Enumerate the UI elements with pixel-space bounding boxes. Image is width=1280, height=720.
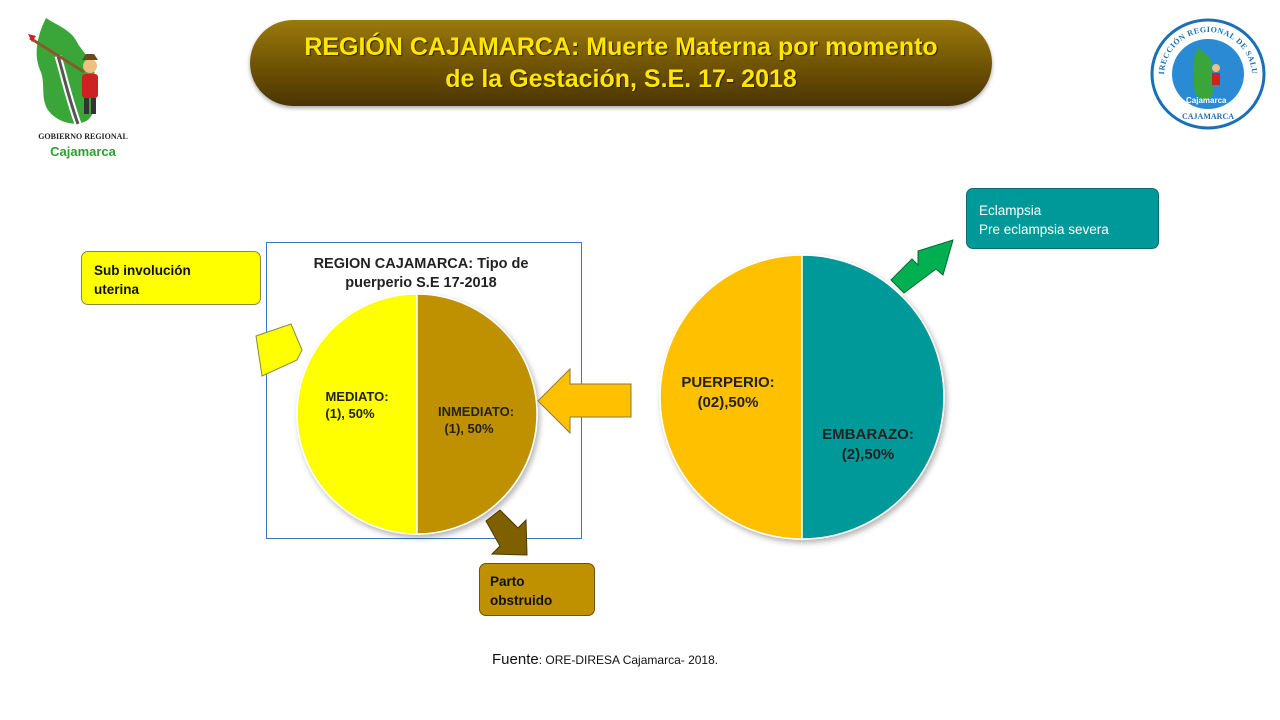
parto-line1: Parto bbox=[490, 574, 525, 589]
arrow-to-sub-involucion-icon bbox=[255, 323, 303, 377]
page-title-line1: REGIÓN CAJAMARCA: Muerte Materna por mom… bbox=[304, 33, 938, 61]
eclampsia-line2: Pre eclampsia severa bbox=[979, 222, 1109, 237]
arrow-to-puerperio-icon bbox=[537, 367, 632, 435]
diresa-seal-logo: DIRECCIÓN REGIONAL DE SALUD Cajamarca CA… bbox=[1147, 11, 1266, 130]
page-title-line2: de la Gestación, S.E. 17- 2018 bbox=[445, 65, 797, 93]
puerperio-label: PUERPERIO: (02),50% bbox=[670, 373, 786, 413]
parto-obstruido-callout: Parto obstruido bbox=[479, 563, 595, 616]
puerperio-chart-title: REGION CAJAMARCA: Tipo de puerperio S.E … bbox=[266, 255, 576, 293]
sub-involucion-line1: Sub involución bbox=[94, 263, 191, 278]
seal-inner-text: Cajamarca bbox=[1186, 96, 1227, 105]
puerperio-label-title: PUERPERIO: bbox=[681, 374, 775, 391]
title-banner: REGIÓN CAJAMARCA: Muerte Materna por mom… bbox=[250, 20, 992, 106]
seal-bottom-text: CAJAMARCA bbox=[1182, 112, 1234, 121]
inmediato-label: INMEDIATO: (1), 50% bbox=[428, 403, 524, 437]
source-label: Fuente bbox=[492, 651, 539, 668]
page-title: REGIÓN CAJAMARCA: Muerte Materna por mom… bbox=[271, 31, 971, 95]
embarazo-label-value: (2),50% bbox=[841, 446, 895, 463]
diresa-seal-icon: DIRECCIÓN REGIONAL DE SALUD bbox=[1147, 11, 1266, 130]
sub-involucion-line2: uterina bbox=[94, 282, 140, 297]
pie-slice-inmediato bbox=[416, 293, 538, 535]
gobierno-regional-emblem-icon bbox=[28, 18, 98, 126]
puerperio-label-value: (02),50% bbox=[697, 394, 759, 411]
source-note: Fuente: ORE-DIRESA Cajamarca- 2018. bbox=[492, 651, 718, 668]
gobierno-regional-logo: GOBIERNO REGIONAL Cajamarca bbox=[28, 16, 138, 161]
pie-slice-embarazo bbox=[801, 254, 945, 540]
arrow-to-eclampsia-icon bbox=[890, 239, 954, 294]
gestation-moment-pie bbox=[659, 254, 945, 540]
source-text: : ORE-DIRESA Cajamarca- 2018. bbox=[538, 653, 719, 667]
parto-line2: obstruido bbox=[490, 593, 553, 608]
pie-slice-puerperio bbox=[659, 254, 803, 540]
puerperio-type-pie bbox=[296, 293, 538, 535]
mediato-label-value: (1), 50% bbox=[325, 406, 375, 421]
pie-slice-mediato bbox=[296, 293, 418, 535]
arrow-to-parto-icon bbox=[485, 509, 528, 556]
embarazo-label: EMBARAZO: (2),50% bbox=[810, 425, 926, 465]
inmediato-label-title: INMEDIATO: bbox=[437, 404, 515, 419]
cajamarca-caption: Cajamarca bbox=[50, 144, 116, 159]
mediato-label-title: MEDIATO: bbox=[325, 389, 389, 404]
eclampsia-line1: Eclampsia bbox=[979, 203, 1042, 218]
puerperio-chart-title-line1: REGION CAJAMARCA: Tipo de bbox=[313, 256, 529, 272]
mediato-label: MEDIATO: (1), 50% bbox=[312, 388, 402, 422]
sub-involucion-callout: Sub involución uterina bbox=[81, 251, 261, 305]
embarazo-label-title: EMBARAZO: bbox=[822, 426, 914, 443]
gobierno-regional-caption: GOBIERNO REGIONAL bbox=[38, 132, 128, 141]
eclampsia-callout: Eclampsia Pre eclampsia severa bbox=[966, 188, 1159, 249]
puerperio-chart-title-line2: puerperio S.E 17-2018 bbox=[345, 275, 497, 291]
inmediato-label-value: (1), 50% bbox=[444, 421, 494, 436]
